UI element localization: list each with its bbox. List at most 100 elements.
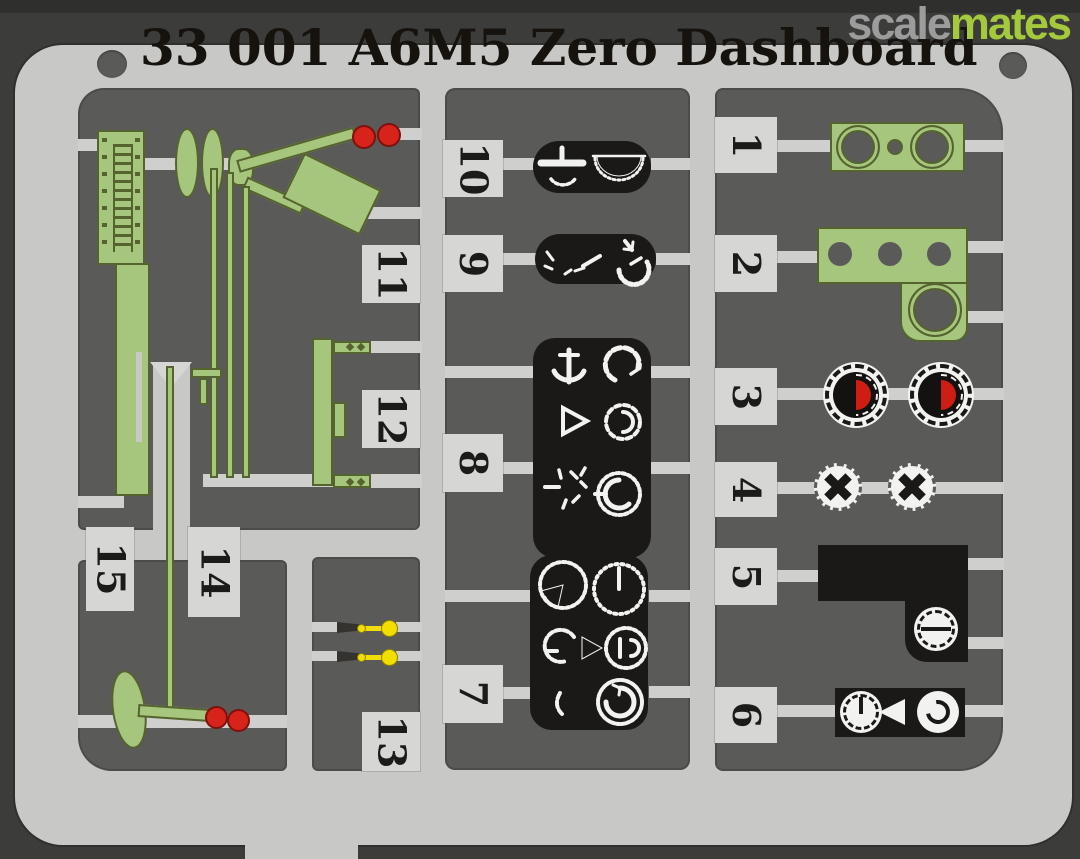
- tab-number: 5: [723, 563, 769, 590]
- tab-part-6: 6: [715, 687, 777, 743]
- runner: [397, 128, 422, 140]
- part-lever-grip: [175, 128, 199, 198]
- part-1-ring-hole: [836, 125, 880, 169]
- pin-shaft: [337, 622, 363, 633]
- tab-part-12: 12: [362, 390, 420, 448]
- runner: [503, 253, 536, 265]
- part-1-small-hole: [887, 139, 903, 155]
- runner: [651, 158, 690, 170]
- control-rod: [226, 172, 234, 478]
- runner: [656, 253, 690, 265]
- gauge-dial: [917, 691, 959, 733]
- pin-collar: [357, 624, 366, 633]
- runner: [78, 139, 100, 151]
- red-knob: [205, 706, 228, 729]
- runner: [445, 590, 531, 602]
- rivet-row: [135, 138, 140, 257]
- instrument-dials-icon: [543, 345, 642, 517]
- runner: [312, 622, 338, 632]
- runner: [965, 140, 1004, 152]
- tab-part-9: 9: [443, 235, 503, 292]
- dial-face: [833, 372, 879, 418]
- pointer-triangle: [879, 699, 905, 725]
- frame-hole-left: [97, 50, 127, 78]
- pin-collar: [357, 653, 366, 662]
- tab-number: 9: [450, 250, 496, 277]
- dial-red-half: [941, 380, 956, 410]
- red-knob: [352, 125, 376, 149]
- tab-part-14: 14: [188, 527, 240, 617]
- runner: [145, 158, 177, 170]
- tab-part-8: 8: [443, 434, 503, 492]
- instrument-dials-icon: [538, 560, 648, 726]
- tab-part-7: 7: [443, 665, 503, 723]
- red-knob: [377, 123, 401, 147]
- tab-part-10: 10: [443, 140, 503, 197]
- runner: [651, 366, 690, 378]
- red-knob: [227, 709, 250, 732]
- tab-number: 15: [88, 542, 134, 596]
- dial-hook-mark: [921, 695, 955, 729]
- runner: [777, 570, 819, 582]
- panel-part-5: [818, 545, 968, 601]
- tab-number: 1: [723, 131, 769, 159]
- dial-tick-ring: [843, 694, 879, 730]
- yellow-knob: [381, 649, 398, 666]
- dial-tick-ring: [825, 364, 887, 426]
- dial-needle: [859, 697, 863, 715]
- tab-part-2: 2: [715, 235, 777, 292]
- dial-tick-ring: [910, 364, 972, 426]
- tab-number: 11: [368, 247, 414, 301]
- runner: [396, 622, 422, 632]
- dial-tick-ring: [917, 610, 955, 648]
- runner: [503, 687, 531, 699]
- small-bracket-stem: [199, 378, 208, 405]
- tab-number: 13: [368, 715, 414, 768]
- tab-part-1: 1: [715, 117, 777, 173]
- runner: [968, 241, 1004, 253]
- tab-part-15: 15: [86, 527, 134, 611]
- runner: [777, 140, 830, 152]
- gauge-dial: [914, 607, 958, 651]
- cutout-right: [715, 88, 1003, 771]
- dial-needle: [920, 627, 952, 631]
- part-12-bracket: [312, 338, 333, 486]
- scalemates-watermark: scalemates: [847, 0, 1072, 50]
- pin-stem: [361, 626, 383, 631]
- runner: [649, 590, 690, 602]
- runner: [368, 341, 422, 353]
- sheet-title: 33 001 A6M5 Zero Dashboard: [140, 18, 978, 77]
- control-rod: [242, 186, 250, 478]
- part-2-ring-hole: [908, 283, 962, 337]
- pin-shaft: [337, 651, 363, 662]
- tab-part-3: 3: [715, 368, 777, 425]
- tab-number: 14: [192, 545, 238, 599]
- runner: [968, 558, 1004, 570]
- yellow-knob: [381, 620, 398, 637]
- runner: [445, 366, 535, 378]
- frame-hole-right: [999, 52, 1027, 79]
- runner: [968, 637, 1004, 649]
- panel-part-10: [533, 141, 651, 193]
- tab-part-5: 5: [715, 548, 777, 605]
- control-rod: [210, 168, 218, 478]
- tab-part-11: 11: [362, 245, 420, 303]
- part-long-rod-14: [166, 366, 174, 718]
- gauge-dial-cross: [888, 463, 936, 511]
- quadrant-rack-teeth: [113, 144, 133, 252]
- part-2-hole: [828, 242, 852, 266]
- dial-face: [918, 372, 964, 418]
- panel-part-8: [533, 338, 651, 558]
- part-throttle-quadrant: [97, 130, 145, 265]
- gauge-dial-red-sector: [908, 362, 974, 428]
- quadrant-slot: [136, 352, 142, 442]
- tab-part-4: 4: [715, 462, 777, 517]
- gauge-dial: [840, 691, 882, 733]
- part-1-ring-hole: [910, 125, 954, 169]
- runner: [503, 462, 534, 474]
- top-edge-strip: [0, 0, 1080, 13]
- logo-text-mates: mates: [949, 0, 1072, 49]
- horizon-blue-disc: [596, 155, 642, 177]
- logo-text-scale: scale: [847, 0, 952, 49]
